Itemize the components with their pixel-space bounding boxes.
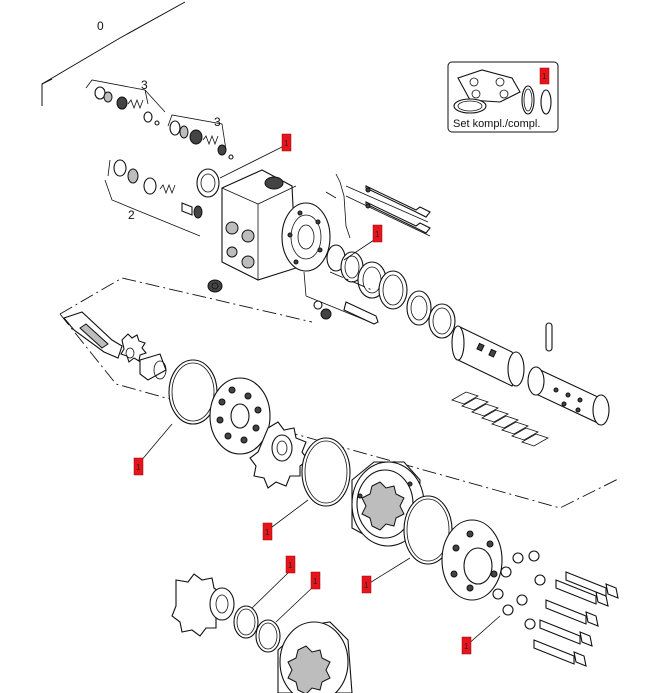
callout-valve-group-c: 2 <box>128 208 135 222</box>
cardan-shaft <box>63 311 167 381</box>
valve-group-c: 2 <box>104 159 203 237</box>
pin-assembly <box>303 173 431 325</box>
callout-valve-group-a: 3 <box>141 78 148 92</box>
svg-text:1: 1 <box>288 561 293 570</box>
seal-set-label: Set kompl./compl. <box>453 118 540 130</box>
set-box-marker: 1 <box>539 67 550 85</box>
marker-housing-seal: 1 <box>281 133 292 152</box>
svg-text:1: 1 <box>284 139 289 148</box>
gerotor-star-upper <box>249 421 309 489</box>
svg-text:1: 1 <box>313 577 318 586</box>
valve-plate <box>209 377 271 455</box>
spool-and-sleeve <box>451 322 610 426</box>
o-ring-lower <box>403 495 453 565</box>
svg-text:1: 1 <box>364 581 369 590</box>
cap-bolts <box>533 571 619 667</box>
housing-ring-stack <box>326 244 456 339</box>
end-cap <box>441 519 503 601</box>
valve-housing <box>196 168 331 293</box>
o-ring-gerotor <box>301 437 351 507</box>
marker-spool-ring: 1 <box>372 224 383 243</box>
svg-text:1: 1 <box>136 463 141 472</box>
marker-o-ring-gerotor: 1 <box>262 522 273 541</box>
gerotor-ring-lower <box>277 621 353 693</box>
centering-springs <box>451 391 549 447</box>
marker-leader-lines <box>139 145 501 647</box>
gerotor-star-lower <box>171 573 235 637</box>
marker-lower-ring-b: 1 <box>310 571 321 590</box>
callout-valve-group-b: 3 <box>214 115 221 129</box>
valve-group-b: 3 <box>167 114 234 160</box>
valve-group-a: 3 <box>85 78 166 126</box>
marker-o-ring-left: 1 <box>133 457 144 476</box>
svg-text:1: 1 <box>542 72 547 81</box>
svg-text:1: 1 <box>464 642 469 651</box>
marker-end-cap-seal: 1 <box>461 636 472 655</box>
marker-o-ring-lower: 1 <box>361 575 372 594</box>
assembly-0-bracket: 0 <box>41 1 186 106</box>
seal-set-box: Set kompl./compl. 1 <box>447 61 559 133</box>
marker-lower-ring-a: 1 <box>285 555 296 574</box>
end-cap-washers <box>492 550 546 630</box>
svg-text:1: 1 <box>375 230 380 239</box>
callout-assembly-0: 0 <box>97 19 104 33</box>
lower-rings <box>233 605 281 653</box>
svg-text:1: 1 <box>265 528 270 537</box>
